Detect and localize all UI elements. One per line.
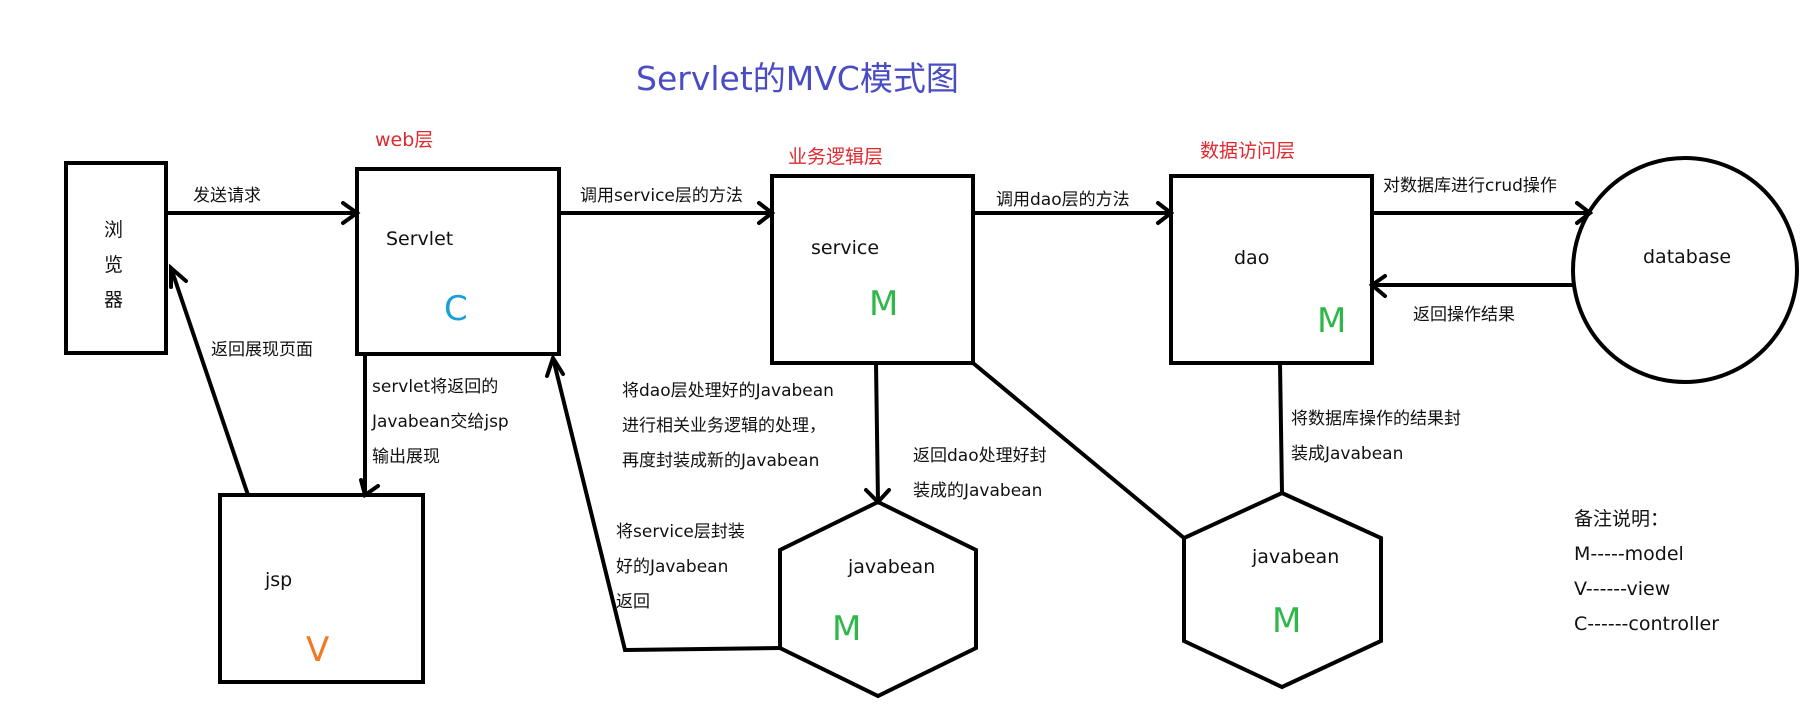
note-controller: C------controller bbox=[1574, 613, 1719, 635]
call-dao-label: 调用dao层的方法 bbox=[996, 190, 1130, 210]
javabean-dao-label: javabean bbox=[1251, 546, 1339, 568]
service-return-line-1: 将service层封装 bbox=[616, 522, 745, 542]
service-role-letter: M bbox=[869, 284, 898, 324]
dao-wrap-line-2: 装成Javabean bbox=[1291, 444, 1403, 464]
edge-servlet-to-jsp: servlet将返回的 Javabean交给jsp 输出展现 bbox=[359, 354, 509, 499]
service-return-line-2: 好的Javabean bbox=[616, 557, 728, 577]
edge-call-service: 调用service层的方法 bbox=[559, 186, 776, 225]
layer-label-data-access: 数据访问层 bbox=[1200, 140, 1295, 162]
return-dao-bean-line-1: 返回dao处理好封 bbox=[913, 446, 1047, 466]
edge-service-return: 将service层封装 好的Javabean 返回 bbox=[545, 353, 781, 653]
javabean-service-hexagon bbox=[778, 499, 978, 699]
edge-dao-wrap: 将数据库操作的结果封 装成Javabean bbox=[1278, 362, 1461, 494]
jsp-box bbox=[218, 493, 425, 684]
service-return-line-3: 返回 bbox=[616, 592, 650, 612]
dao-wrap-line-1: 将数据库操作的结果封 bbox=[1291, 409, 1461, 429]
database-label: database bbox=[1643, 246, 1731, 268]
browser-label-line-3: 器 bbox=[104, 289, 123, 311]
service-box bbox=[770, 174, 975, 365]
send-request-label: 发送请求 bbox=[193, 186, 261, 206]
jsp-label: jsp bbox=[264, 569, 292, 591]
browser-label-line-1: 浏 bbox=[104, 219, 123, 241]
javabean-service-label: javabean bbox=[847, 556, 935, 578]
browser-box bbox=[64, 161, 168, 355]
crud-label: 对数据库进行crud操作 bbox=[1383, 176, 1557, 196]
browser-node: 浏 览 器 bbox=[64, 161, 168, 355]
layer-label-web: web层 bbox=[375, 129, 433, 151]
servlet-to-jsp-line-1: servlet将返回的 bbox=[372, 377, 498, 397]
return-page-label: 返回展现页面 bbox=[211, 340, 313, 360]
edge-return-page: 返回展现页面 bbox=[169, 263, 313, 496]
notes-title: 备注说明： bbox=[1574, 508, 1669, 530]
javabean-service-node: javabean M bbox=[778, 499, 978, 699]
note-view: V------view bbox=[1574, 578, 1670, 600]
note-model: M-----model bbox=[1574, 543, 1684, 565]
edge-send-request: 发送请求 bbox=[166, 186, 361, 225]
javabean-dao-node: javabean M bbox=[1182, 490, 1383, 690]
service-process-line-3: 再度封装成新的Javabean bbox=[622, 451, 819, 471]
servlet-to-jsp-line-3: 输出展现 bbox=[372, 447, 440, 467]
legend-notes: 备注说明： M-----model V------view C------con… bbox=[1574, 508, 1719, 635]
jsp-role-letter: V bbox=[306, 630, 329, 670]
edge-crud: 对数据库进行crud操作 bbox=[1372, 176, 1594, 225]
dao-node: dao M bbox=[1169, 174, 1374, 365]
return-dao-bean-line-2: 装成的Javabean bbox=[913, 481, 1042, 501]
dao-role-letter: M bbox=[1317, 301, 1346, 341]
javabean-dao-hexagon bbox=[1182, 490, 1383, 690]
javabean-service-role-letter: M bbox=[832, 609, 861, 649]
jsp-node: jsp V bbox=[218, 493, 425, 684]
layer-label-business: 业务逻辑层 bbox=[788, 146, 883, 168]
call-service-label: 调用service层的方法 bbox=[580, 186, 743, 206]
javabean-dao-role-letter: M bbox=[1272, 601, 1301, 641]
edge-return-dao-bean: 返回dao处理好封 装成的Javabean bbox=[913, 361, 1186, 540]
edge-call-dao: 调用dao层的方法 bbox=[973, 190, 1175, 225]
database-circle bbox=[1571, 156, 1799, 384]
servlet-role-letter: C bbox=[444, 289, 468, 329]
dao-label: dao bbox=[1234, 247, 1269, 269]
servlet-box bbox=[355, 167, 561, 356]
dao-box bbox=[1169, 174, 1374, 365]
service-process-line-1: 将dao层处理好的Javabean bbox=[622, 381, 834, 401]
edge-return-result: 返回操作结果 bbox=[1368, 274, 1574, 325]
service-label: service bbox=[811, 237, 879, 259]
browser-label-line-2: 览 bbox=[104, 254, 123, 276]
servlet-to-jsp-line-2: Javabean交给jsp bbox=[371, 412, 509, 432]
servlet-label: Servlet bbox=[386, 228, 453, 250]
service-node: service M bbox=[770, 174, 975, 365]
service-process-line-2: 进行相关业务逻辑的处理， bbox=[622, 416, 826, 436]
return-result-label: 返回操作结果 bbox=[1413, 305, 1515, 325]
servlet-node: Servlet C bbox=[355, 167, 561, 356]
database-node: database bbox=[1571, 156, 1799, 384]
edge-service-process: 将dao层处理好的Javabean 进行相关业务逻辑的处理， 再度封装成新的Ja… bbox=[622, 362, 891, 505]
diagram-title: Servlet的MVC模式图 bbox=[636, 59, 959, 98]
